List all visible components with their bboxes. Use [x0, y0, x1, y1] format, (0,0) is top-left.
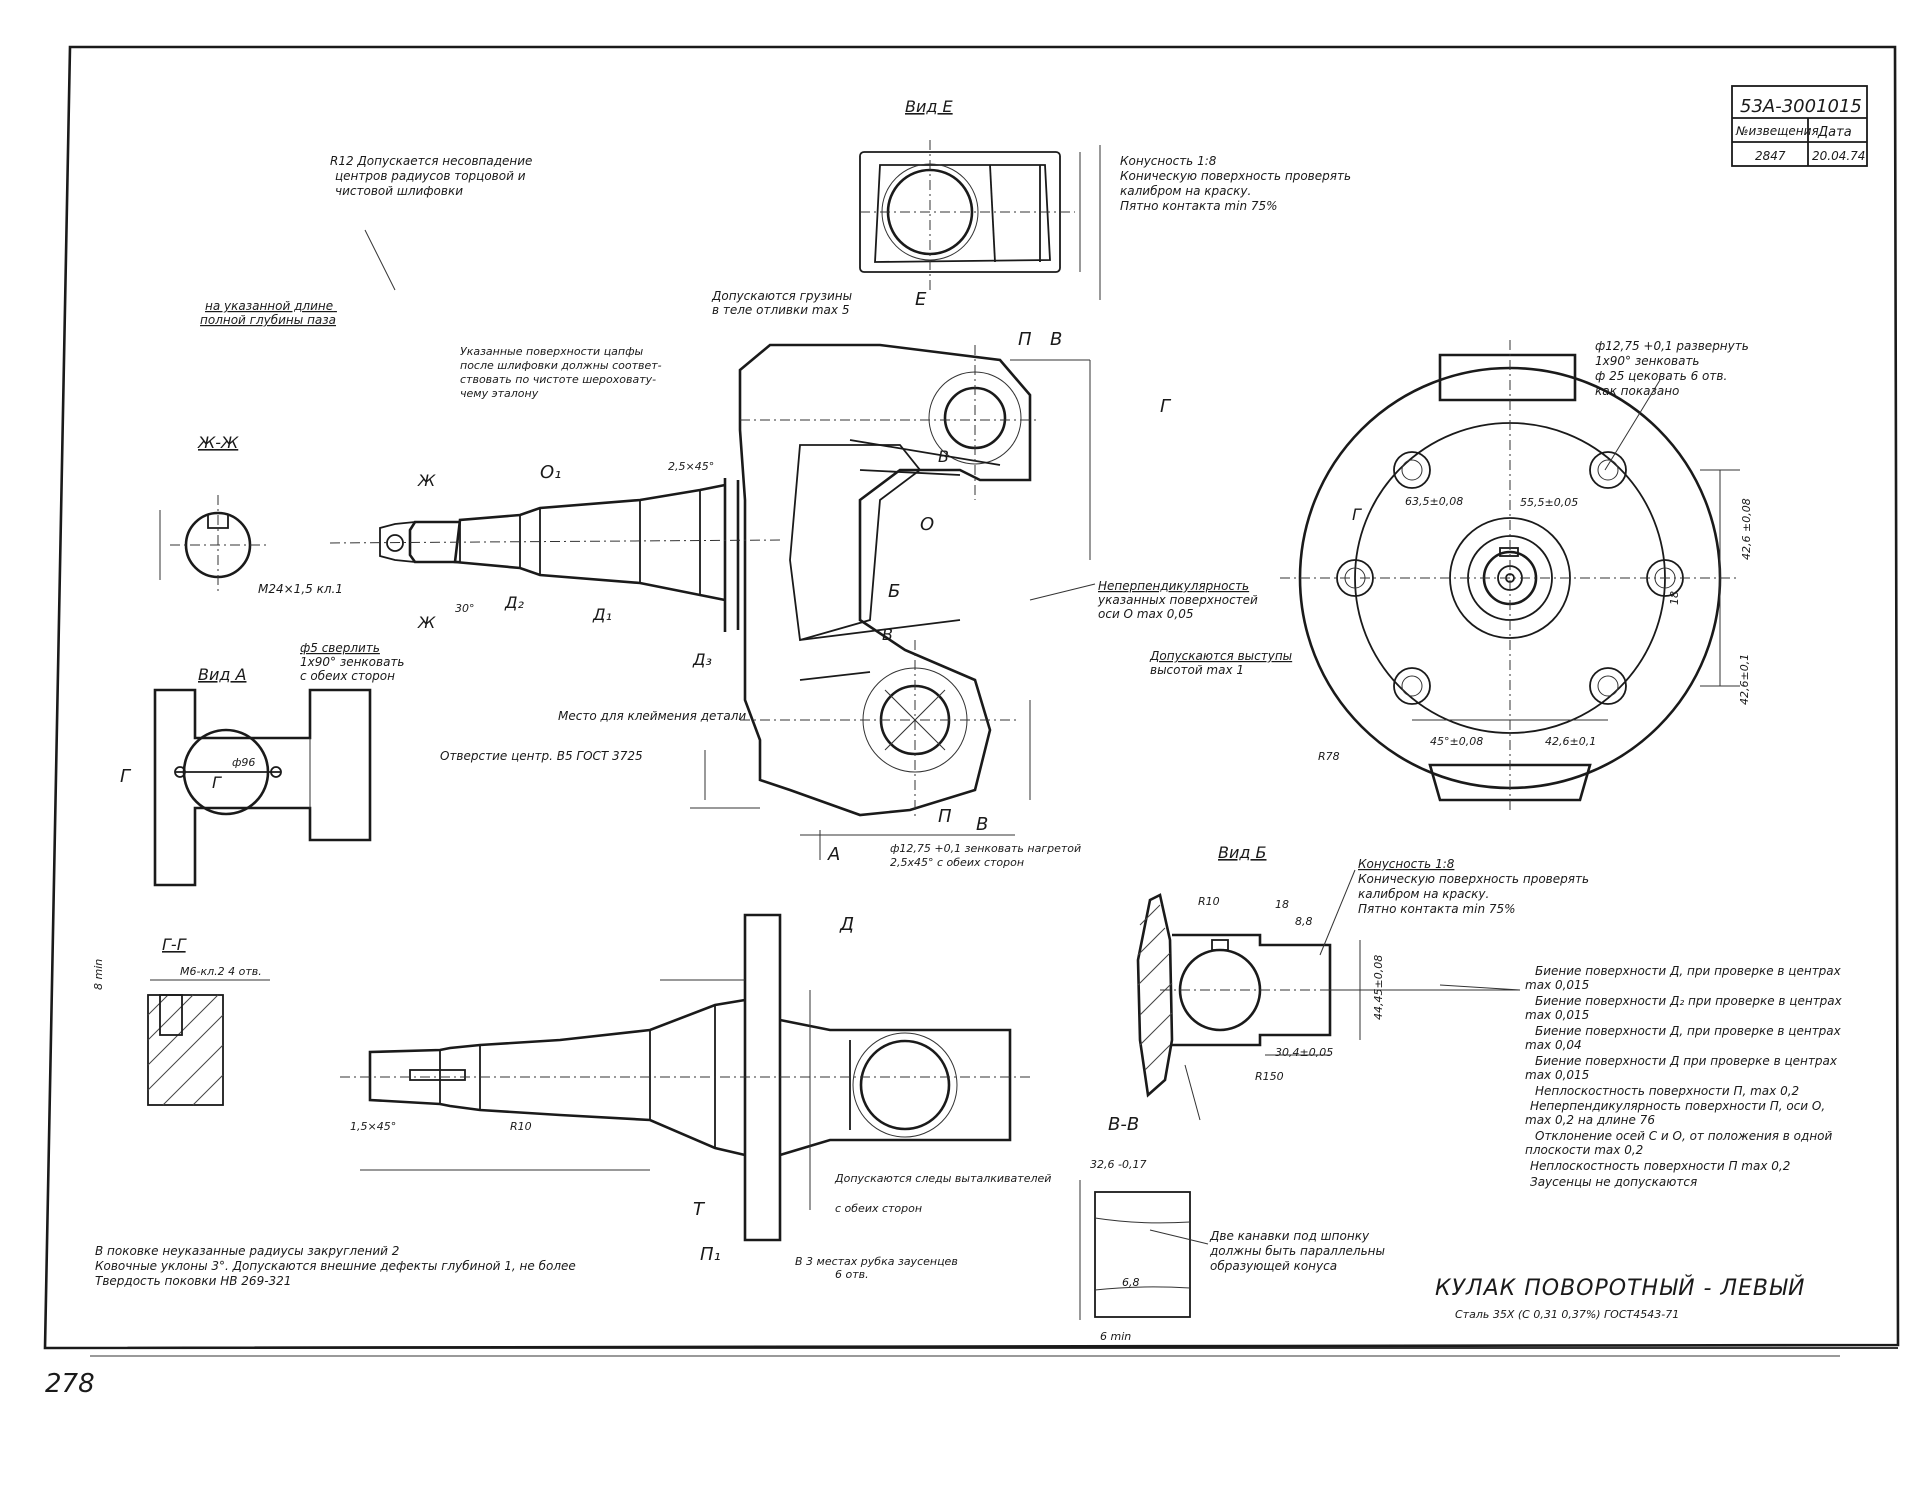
annotations: R12 Допускается несовпадение центров рад…	[95, 154, 1846, 1288]
dim-r10-b: R10	[1198, 895, 1220, 908]
stamp-notice-value: 2847	[1755, 149, 1786, 163]
label-d2: Д₂	[504, 593, 525, 612]
view-e: Вид Е Е	[859, 97, 1101, 310]
revision-stamp: 53А-3001015 №извещения Дата 2847 20.04.7…	[1731, 85, 1868, 167]
note-forge-places: Допускаются следы выталкивателей с обеих…	[834, 1172, 1055, 1215]
label-zh-top: Ж	[417, 471, 436, 490]
dim-thread: М24×1,5 кл.1	[258, 582, 343, 596]
note-perpendicular: Неперпендикулярность указанных поверхнос…	[1097, 579, 1262, 621]
note-burrs: Допускаются грузины в теле отливки max 5	[711, 289, 856, 317]
title-block: КУЛАК ПОВОРОТНЫЙ - ЛЕВЫЙ Сталь 35Х (С 0,…	[1435, 1275, 1805, 1321]
dim-63: 63,5±0,08	[1405, 495, 1463, 508]
label-d-top: Д	[839, 914, 854, 935]
view-e-letter-e: Е	[915, 289, 927, 310]
dim-v32: 32,6 -0,17	[1090, 1158, 1146, 1171]
view-a-g-left: Г	[120, 766, 132, 787]
dim-m6: М6-кл.2 4 отв.	[180, 965, 262, 978]
view-a: Вид А Г Г ф96	[120, 665, 372, 887]
sheet-frame	[43, 45, 1900, 1357]
label-t: Т	[693, 1199, 706, 1220]
view-a-label: Вид А	[198, 665, 246, 684]
note-forging: В поковке неуказанные радиусы закруглени…	[95, 1244, 580, 1288]
note-holes: ф12,75 +0,1 развернуть 1х90° зенковать ф…	[1595, 339, 1753, 398]
dim-55: 55,5±0,05	[1520, 496, 1578, 509]
dim-45-bottom: 45°±0,08	[1430, 735, 1483, 748]
dim-8-b: 8,8	[1295, 915, 1313, 928]
dim-18-right: 18	[1668, 591, 1681, 605]
label-p-top: П	[1018, 329, 1032, 350]
section-gg-label: Г-Г	[162, 935, 187, 954]
note-marking: Место для клеймения детали	[558, 709, 746, 723]
dim-15x45: 1,5×45°	[350, 1120, 396, 1133]
page-number: 278	[45, 1369, 95, 1399]
dim-v6min: 6 min	[1100, 1330, 1131, 1343]
dim-r78: R78	[1318, 750, 1340, 763]
dim-42-bottom: 42,6±0,1	[1545, 735, 1596, 748]
label-a-bottom: А	[827, 844, 840, 865]
section-zh-label: Ж-Ж	[197, 433, 239, 452]
label-p1: П₁	[700, 1244, 721, 1265]
label-d3: Д₃	[692, 650, 712, 669]
label-d1: Д₁	[592, 605, 612, 624]
stamp-notice-label: №извещения	[1735, 124, 1819, 138]
stamp-code: 53А-3001015	[1740, 96, 1862, 117]
flange-view: Г 63,5±0,08 55,5±0,05 42,6 ±0,08 18 42,6…	[1280, 340, 1753, 810]
label-v-mid: В	[938, 447, 949, 466]
label-o1: О₁	[540, 462, 561, 483]
section-g-g: Г-Г М6-кл.2 4 отв. 8 min	[92, 935, 270, 1106]
dim-d96: ф96	[232, 756, 255, 769]
view-e-label: Вид Е	[905, 97, 954, 116]
section-v-v: В-В 32,6 -0,17 6,8 6 min	[1079, 1114, 1191, 1343]
dim-25x45: 2,5×45°	[668, 460, 714, 473]
label-p-lower: П	[938, 806, 952, 827]
note-center-hole: Отверстие центр. В5 ГОСТ 3725	[440, 749, 643, 763]
note-surfaces: Указанные поверхности цапфы после шлифов…	[460, 345, 665, 400]
note-centers: R12 Допускается несовпадение центров рад…	[330, 154, 536, 198]
dim-18-b: 18	[1275, 898, 1289, 911]
drawing-material: Сталь 35Х (С 0,31 0,37%) ГОСТ4543-71	[1455, 1308, 1679, 1321]
note-keyway: Две канавки под шпонку должны быть парал…	[1209, 1229, 1389, 1273]
view-a-g-mid: Г	[212, 773, 222, 792]
note-taper-b: Конусность 1:8 Коническую поверхность пр…	[1358, 857, 1593, 916]
dim-426-right: 42,6 ±0,08	[1740, 498, 1753, 560]
label-b-mid: Б	[888, 581, 900, 602]
dim-426-lower: 42,6±0,1	[1738, 654, 1751, 705]
note-thread-hole: ф12,75 +0,1 зенковать нагретой 2,5х45° с…	[890, 842, 1085, 869]
label-g-flange: Г	[1352, 505, 1362, 524]
drawing-title: КУЛАК ПОВОРОТНЫЙ - ЛЕВЫЙ	[1435, 1275, 1805, 1301]
plan-view: Д Т П₁ 1,5×45° R10	[340, 913, 1030, 1265]
dim-304: 30,4±0,05	[1275, 1046, 1333, 1059]
dim-v68: 6,8	[1122, 1276, 1140, 1289]
note-protrusion: Допускаются выступы высотой max 1	[1149, 649, 1296, 677]
note-groove: на указанной длине полной глубины паза	[200, 299, 337, 327]
view-b: Вид Б R10 18 8,8 30,4±0,05 R150 44,45±0,…	[1136, 843, 1521, 1121]
section-vv-label: В-В	[1108, 1114, 1139, 1135]
dim-30deg: 30°	[455, 602, 475, 615]
stamp-date-value: 20.04.74	[1812, 149, 1865, 163]
label-zh-bottom: Ж	[417, 613, 436, 632]
dim-r10: R10	[510, 1120, 532, 1133]
main-elevation: П В Г В О Б В П В А Д₃ Д₁ Д₂ О₁ Ж Ж М24×…	[258, 329, 1172, 865]
label-v-top: В	[1050, 329, 1062, 350]
view-b-label: Вид Б	[1218, 843, 1267, 862]
label-v-lower: В	[882, 625, 893, 644]
note-drill: ф5 сверлить 1х90° зенковать с обеих стор…	[300, 641, 408, 683]
label-o: О	[920, 514, 934, 535]
dim-8min: 8 min	[92, 959, 105, 990]
note-taper-e: Конусность 1:8 Коническую поверхность пр…	[1120, 154, 1355, 213]
stamp-date-label: Дата	[1817, 125, 1852, 140]
label-v-lower2: В	[976, 814, 988, 835]
section-zh-zh: Ж-Ж	[159, 433, 266, 595]
dim-445: 44,45±0,08	[1372, 955, 1385, 1020]
dim-r150: R150	[1255, 1070, 1284, 1083]
label-g-right: Г	[1160, 396, 1172, 417]
note-chisel: В 3 местах рубка заусенцев 6 отв.	[795, 1255, 961, 1281]
note-runout: Биение поверхности Д, при проверке в цен…	[1525, 964, 1846, 1189]
